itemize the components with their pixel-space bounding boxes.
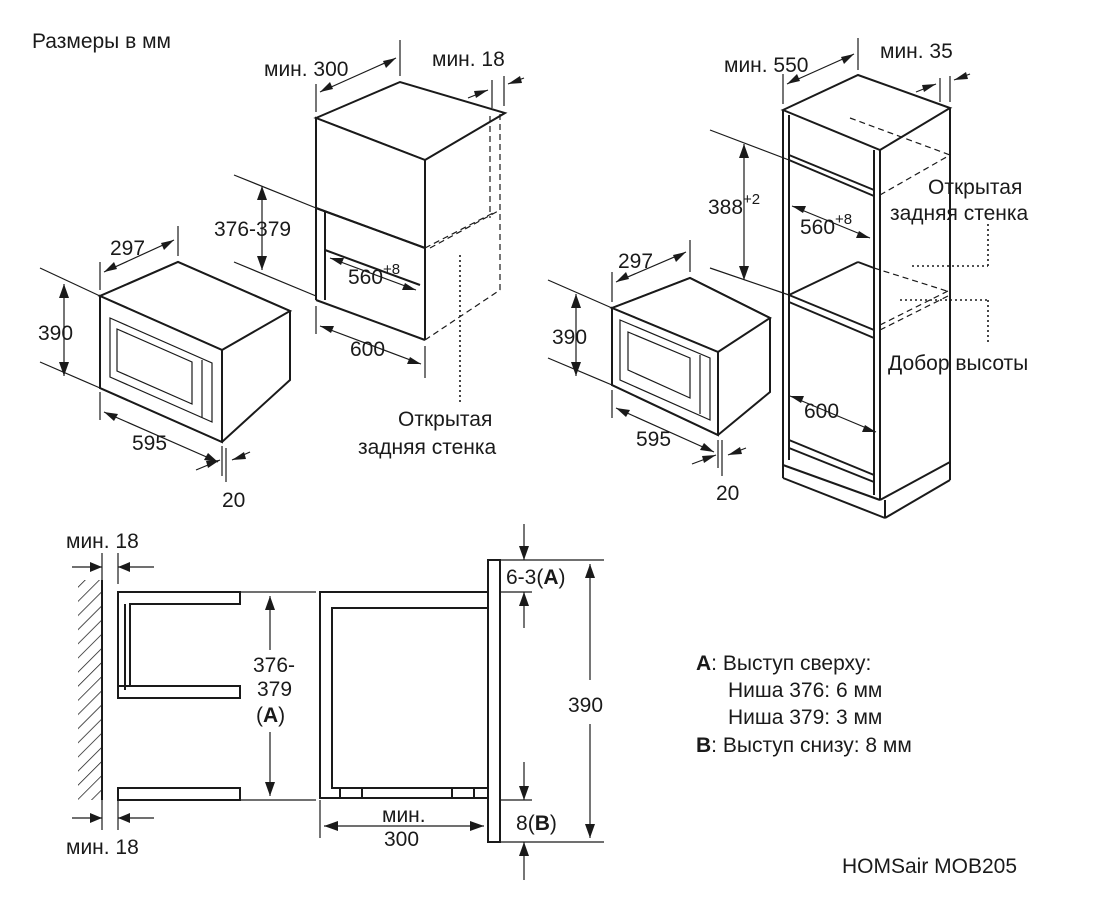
wall-niche-width: 560+8	[348, 261, 400, 289]
section-min-depth-2: 300	[384, 828, 419, 851]
section-min-bottom: мин. 18	[66, 836, 139, 859]
legend-a-title: A: Выступ сверху:	[696, 652, 871, 675]
wall-outer-width: 600	[350, 338, 385, 361]
tall-niche-width: 560+8	[800, 211, 852, 239]
tall-niche-height: 388+2	[708, 191, 760, 219]
tall-open-back-2: задняя стенка	[890, 202, 1029, 225]
tall-unit	[709, 38, 989, 519]
tall-outer-width: 600	[804, 400, 839, 423]
section-min-depth-1: мин.	[382, 804, 426, 827]
mw-right-width: 595	[636, 428, 671, 451]
tall-height-filler: Добор высоты	[888, 352, 1028, 375]
mw-right-depth: 297	[618, 250, 653, 273]
legend-a-line1: Ниша 376: 6 мм	[728, 679, 882, 702]
tall-min-side: мин. 35	[880, 40, 953, 63]
wall-min-side: мин. 18	[432, 48, 505, 71]
section-top-gap: 6-3(A)	[506, 566, 566, 589]
tall-open-back-1: Открытая	[928, 176, 1022, 199]
wall-open-back-2: задняя стенка	[358, 436, 497, 459]
section-view	[72, 524, 604, 880]
wall-min-depth: мин. 300	[264, 58, 348, 81]
model-name: HOMSair MOB205	[842, 855, 1017, 878]
wall-open-back-1: Открытая	[398, 408, 492, 431]
mw-left-front: 20	[222, 489, 245, 512]
legend-a-line2: Ниша 379: 3 мм	[728, 706, 882, 729]
mw-right-height: 390	[552, 326, 587, 349]
section-niche-1: 376-	[253, 654, 295, 677]
microwave-right	[547, 240, 773, 476]
tall-min-depth: мин. 550	[724, 54, 808, 77]
mw-left-depth: 297	[110, 237, 145, 260]
caption: Размеры в мм	[32, 30, 171, 53]
section-niche-ref: (A)	[256, 704, 285, 727]
mw-left-height: 390	[38, 322, 73, 345]
microwave-left	[39, 226, 293, 482]
legend: A: Выступ сверху: Ниша 376: 6 мм Ниша 37…	[696, 652, 912, 757]
section-min-top: мин. 18	[66, 530, 139, 553]
section-height: 390	[568, 694, 603, 717]
wall-hatch	[78, 580, 102, 800]
section-niche-2: 379	[257, 678, 292, 701]
mw-left-width: 595	[132, 432, 167, 455]
mw-right-front: 20	[716, 482, 739, 505]
legend-b-title: B: Выступ снизу: 8 мм	[696, 734, 912, 757]
wall-unit	[233, 40, 525, 402]
wall-niche-height: 376-379	[214, 218, 291, 241]
section-bottom-gap: 8(B)	[516, 812, 557, 835]
